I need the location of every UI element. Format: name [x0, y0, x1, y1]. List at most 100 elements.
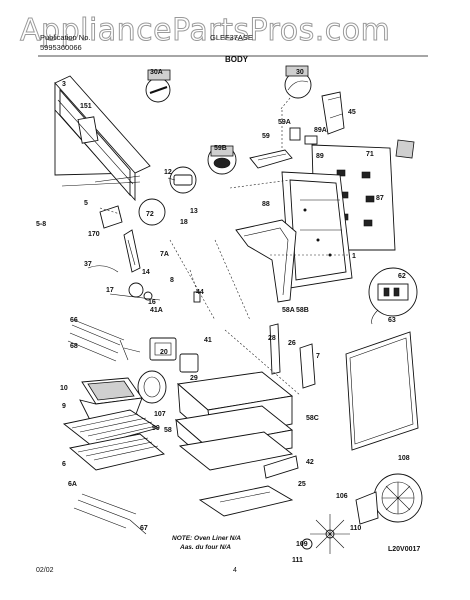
- callout-13: 13: [190, 208, 198, 215]
- callout-6: 6: [62, 461, 66, 468]
- part-14-16-17: [109, 282, 161, 301]
- publication-label: Publication No.: [40, 33, 90, 42]
- footer-date: 02/02: [36, 567, 54, 574]
- callout-59b: 59B: [214, 145, 227, 152]
- model-number: GLEF37ASE: [210, 33, 253, 42]
- callout-5-8: 5-8: [36, 221, 46, 228]
- callout-8: 8: [170, 277, 174, 284]
- part-45-bracket: [321, 91, 345, 135]
- note-line-1: NOTE: Oven Liner N/A: [172, 535, 241, 542]
- part-30-wire: [279, 65, 312, 111]
- part-59-vent: [249, 149, 293, 169]
- part-25-bottom-plate: [198, 485, 294, 517]
- drawer-pan: [178, 431, 294, 471]
- part-12-motor: [167, 166, 197, 194]
- part-66-68-broil-element: [67, 319, 141, 362]
- callout-16: 16: [148, 299, 156, 306]
- watermark-text: AppliancePartsPros.com: [20, 13, 390, 48]
- callout-45: 45: [348, 109, 356, 116]
- figure-code: L20V0017: [388, 546, 420, 553]
- footer-page: 4: [233, 567, 237, 574]
- callout-72: 72: [146, 211, 154, 218]
- part-44-sensor: [189, 269, 201, 303]
- fan-blade: [310, 514, 350, 554]
- callout-89: 89: [316, 153, 324, 160]
- callout-58a: 58A: [282, 307, 295, 314]
- callout-14: 14: [142, 269, 150, 276]
- callout-99: 99: [152, 425, 160, 432]
- callout-9: 9: [62, 403, 66, 410]
- side-panel-left: [54, 75, 151, 202]
- callout-110: 110: [350, 525, 361, 532]
- part-7a-bracket: [123, 229, 141, 273]
- callout-63: 63: [388, 317, 396, 324]
- hinge-right: [299, 343, 316, 389]
- insulation-wrap: [235, 219, 297, 303]
- callout-28: 28: [268, 335, 276, 342]
- callout-58: 58: [164, 427, 172, 434]
- callout-89a: 89A: [314, 127, 327, 134]
- callout-10: 10: [60, 385, 68, 392]
- callout-58c: 58C: [306, 415, 319, 422]
- callout-67: 67: [140, 525, 148, 532]
- part-30a-bracket: [145, 69, 171, 103]
- part-59a-89a: [281, 110, 318, 150]
- callout-6a: 6A: [68, 481, 77, 488]
- callout-18: 18: [180, 219, 188, 226]
- callout-30: 30: [296, 69, 304, 76]
- part-107-light: [137, 370, 167, 404]
- callout-58b: 58B: [296, 307, 309, 314]
- note-line-2: Aas. du four N/A: [179, 544, 231, 551]
- part-29-block: [179, 353, 199, 373]
- callout-12: 12: [164, 169, 172, 176]
- part-20-block: [149, 337, 177, 361]
- callout-7: 7: [316, 353, 320, 360]
- callout-29: 29: [190, 375, 198, 382]
- oven-rack-upper: [62, 409, 160, 447]
- callout-5: 5: [84, 200, 88, 207]
- callout-68: 68: [70, 343, 78, 350]
- part-72-disc: [138, 198, 166, 226]
- callout-108: 108: [398, 455, 410, 462]
- callout-106: 106: [336, 493, 348, 500]
- part-59b-disc: [207, 145, 237, 175]
- callout-88: 88: [262, 201, 270, 208]
- callout-17: 17: [106, 287, 114, 294]
- callout-111: 111: [292, 557, 303, 564]
- fan-assembly: [301, 473, 423, 554]
- callout-170: 170: [88, 231, 100, 238]
- callout-3: 3: [62, 81, 66, 88]
- callout-107: 107: [154, 411, 166, 418]
- callout-42: 42: [306, 459, 314, 466]
- callout-44: 44: [196, 289, 204, 296]
- callout-26: 26: [288, 340, 296, 347]
- assembly-guides: [99, 179, 350, 396]
- callout-66: 66: [70, 317, 78, 324]
- part-170-bracket: [99, 205, 123, 229]
- publication-number: 5995360066: [40, 43, 82, 52]
- drawer-front: [263, 455, 299, 479]
- section-title: BODY: [225, 55, 249, 64]
- callout-151: 151: [80, 103, 92, 110]
- callout-37: 37: [84, 261, 92, 268]
- callout-59a: 59A: [278, 119, 291, 126]
- callout-41a: 41A: [150, 307, 163, 314]
- callout-7a: 7A: [160, 251, 169, 258]
- side-panel-right: [345, 331, 419, 451]
- part-37-probe: [87, 265, 119, 273]
- callout-109: 109: [296, 541, 308, 548]
- callout-labels: 1355-866A77A8910121314161718202526282930…: [36, 69, 410, 564]
- hinge-left: [269, 323, 281, 375]
- callout-59: 59: [262, 133, 270, 140]
- callout-25: 25: [298, 481, 306, 488]
- part-62-63-terminal: [368, 267, 418, 325]
- callout-30a: 30A: [150, 69, 163, 76]
- callout-71: 71: [366, 151, 374, 158]
- callout-20: 20: [160, 349, 168, 356]
- callout-1: 1: [352, 253, 356, 260]
- oven-rack-lower: [68, 433, 165, 471]
- callout-62: 62: [398, 273, 406, 280]
- part-67-bake-element: [73, 493, 147, 535]
- callout-41: 41: [204, 337, 212, 344]
